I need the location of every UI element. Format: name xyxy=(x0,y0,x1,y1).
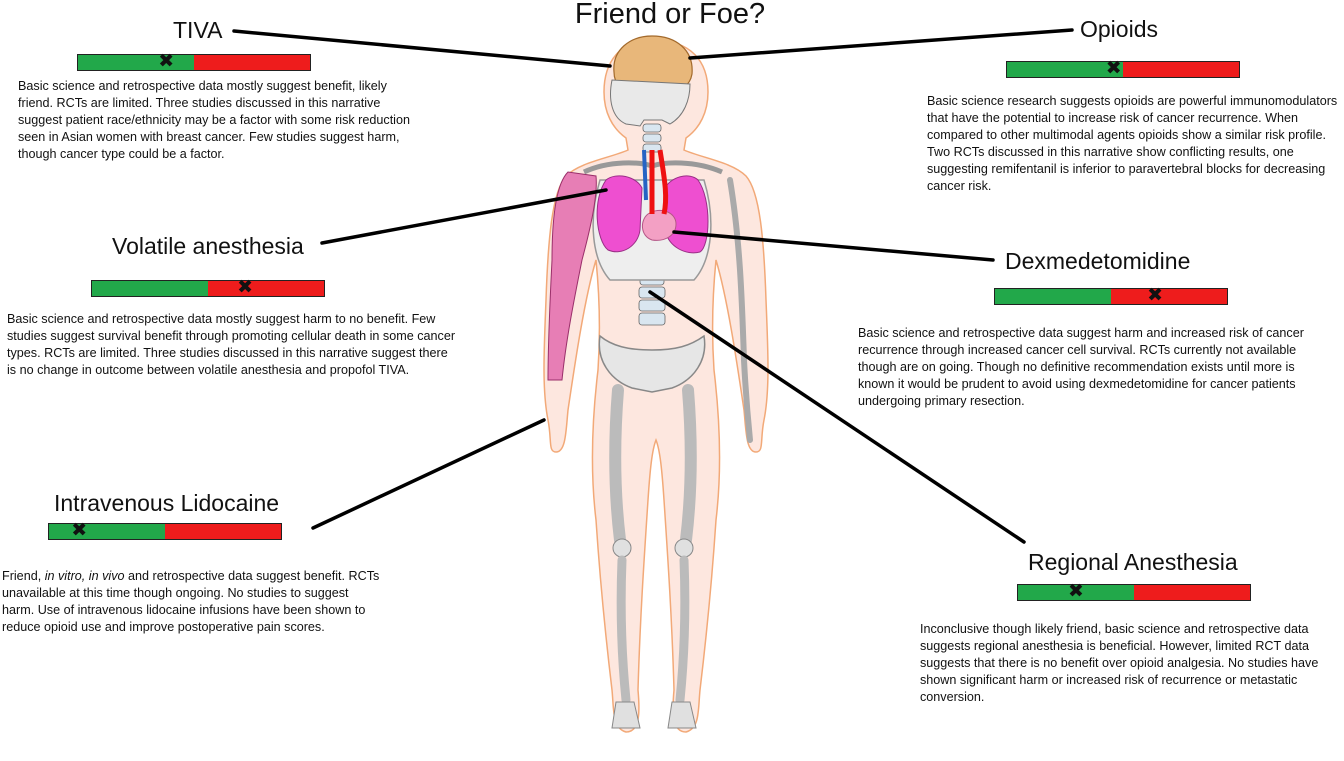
heart xyxy=(642,209,677,241)
foe-segment xyxy=(1134,585,1250,600)
desc-lidocaine: Friend, in vitro, in vivo and retrospect… xyxy=(2,568,380,636)
connector-tiva xyxy=(232,29,612,68)
skull xyxy=(610,79,691,127)
arm-muscle xyxy=(547,171,597,381)
right-femur xyxy=(680,384,697,546)
connector-opioids xyxy=(688,28,1074,60)
connector-volatile xyxy=(320,188,608,245)
connector-dexmedetomidine xyxy=(672,230,995,262)
friend-segment xyxy=(995,289,1111,304)
desc-tiva: Basic science and retrospective data mos… xyxy=(18,79,410,161)
scale-bar-lidocaine: ✖ xyxy=(48,520,282,541)
position-marker: ✖ xyxy=(158,51,175,72)
heading-opioids: Opioids xyxy=(1080,16,1158,42)
foe-segment xyxy=(1123,62,1239,77)
heading-dexmedetomidine: Dexmedetomidine xyxy=(1005,248,1191,274)
friend-segment xyxy=(49,524,165,539)
left-femur xyxy=(609,384,626,546)
desc-opioids: Basic science research suggests opioids … xyxy=(927,94,1338,193)
desc-lidocaine-rest: and retrospective data suggest benefit. … xyxy=(2,569,380,634)
page-title: Friend or Foe? xyxy=(574,0,766,30)
desc-lidocaine-italic: in vitro, in vivo xyxy=(44,569,125,583)
scale-bar-opioids: ✖ xyxy=(1006,58,1240,79)
pelvis xyxy=(598,334,706,393)
position-marker: ✖ xyxy=(237,277,254,298)
heading-regional: Regional Anesthesia xyxy=(1028,549,1238,575)
position-marker: ✖ xyxy=(1105,58,1122,79)
right-foot xyxy=(667,701,697,729)
foe-segment xyxy=(1111,289,1227,304)
right-knee xyxy=(674,538,694,558)
right-shin xyxy=(675,555,690,705)
connector-regional xyxy=(648,290,1026,544)
friend-segment xyxy=(92,281,208,296)
foe-segment xyxy=(165,524,281,539)
friend-segment xyxy=(1018,585,1134,600)
desc-regional: Inconclusive though likely friend, basic… xyxy=(920,622,1319,704)
position-marker: ✖ xyxy=(71,520,88,541)
desc-volatile: Basic science and retrospective data mos… xyxy=(7,312,456,377)
friend-segment xyxy=(1007,62,1123,77)
vena-cava xyxy=(642,149,648,201)
position-marker: ✖ xyxy=(1147,285,1164,306)
scale-bar-dexmedetomidine: ✖ xyxy=(994,285,1228,306)
desc-lidocaine-prefix: Friend, xyxy=(2,569,45,583)
heading-lidocaine: Intravenous Lidocaine xyxy=(54,490,280,516)
friend-segment xyxy=(78,55,194,70)
connector-lidocaine xyxy=(311,418,546,530)
scale-bar-tiva: ✖ xyxy=(77,51,311,72)
heading-volatile: Volatile anesthesia xyxy=(112,233,304,259)
scale-bar-volatile: ✖ xyxy=(91,277,325,298)
foe-segment xyxy=(194,55,310,70)
desc-dexmedetomidine: Basic science and retrospective data sug… xyxy=(858,326,1304,408)
left-knee xyxy=(612,538,632,558)
left-lung xyxy=(596,175,643,253)
aorta xyxy=(649,149,669,215)
left-shin xyxy=(616,555,631,705)
position-marker: ✖ xyxy=(1068,581,1084,602)
left-foot xyxy=(611,701,641,729)
connectors xyxy=(232,28,1074,544)
heading-tiva: TIVA xyxy=(173,17,223,43)
arm-bone xyxy=(727,177,753,443)
scale-bar-regional: ✖ xyxy=(1017,581,1251,602)
foe-segment xyxy=(208,281,324,296)
